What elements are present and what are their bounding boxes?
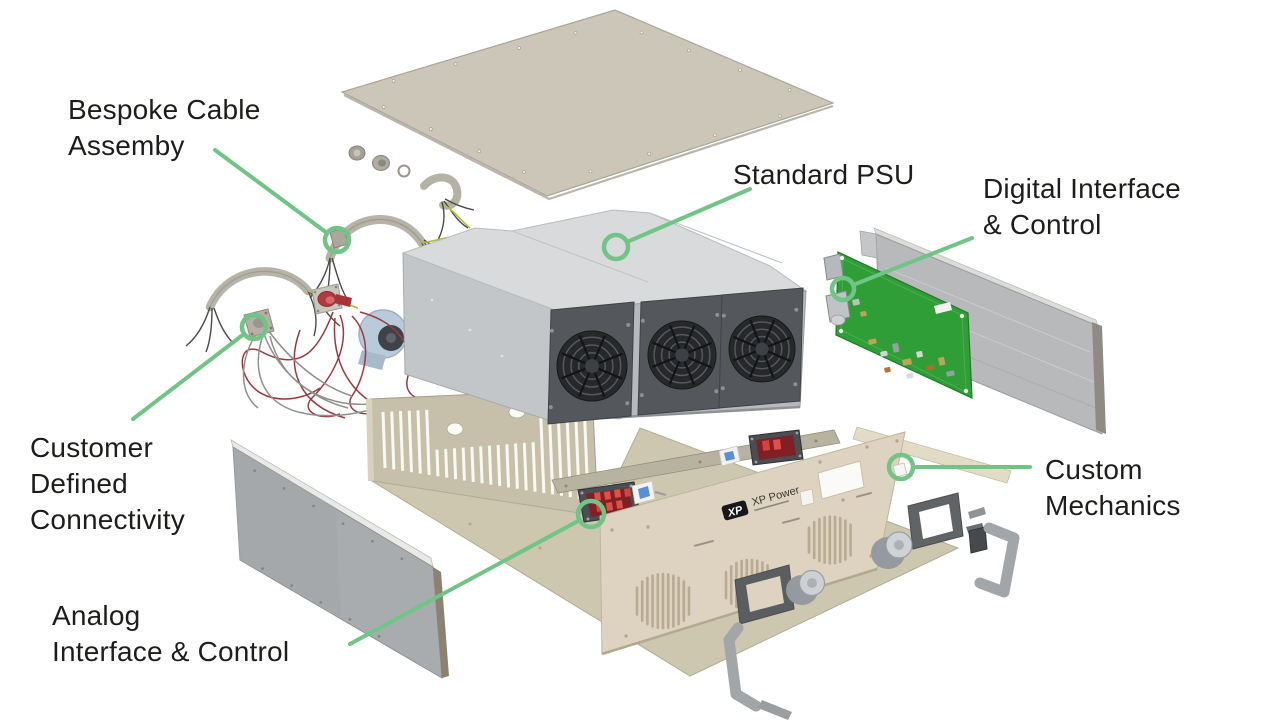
top-cover-panel — [340, 9, 835, 201]
callout-circle-analog-interface — [575, 498, 607, 530]
handle-foot — [758, 700, 792, 720]
callouts — [131, 148, 1032, 646]
label-bespoke-cable-assembly: Bespoke Cable Assemby — [68, 94, 261, 161]
callout-circle-customer-connectivity — [239, 312, 269, 342]
potentiometer-part — [631, 480, 667, 505]
callout-circle-standard-psu — [601, 232, 631, 262]
control-knob — [871, 531, 913, 569]
potentiometer-part — [718, 445, 741, 467]
logo-xp-text: XP — [726, 504, 745, 520]
toggle-switch-part — [966, 507, 988, 554]
panel-cutout — [817, 460, 865, 500]
label-digital-interface-control: Digital Interface & Control — [983, 173, 1181, 240]
label-custom-mechanics: Custom Mechanics — [1045, 454, 1181, 521]
pcb-components — [852, 298, 955, 379]
chassis-handle — [723, 622, 762, 712]
red-circular-connector — [311, 283, 352, 315]
callout-circle-bespoke-cable — [322, 225, 352, 255]
connector-oring — [397, 164, 411, 178]
callout-circle-digital-interface — [829, 275, 857, 303]
braided-conduit — [420, 173, 462, 210]
label-standard-psu: Standard PSU — [733, 159, 915, 190]
cable-arch-2 — [205, 267, 313, 312]
control-knob — [786, 569, 826, 605]
callout-line-bespoke-cable — [213, 148, 329, 235]
label-customer-defined-connectivity: Customer Defined Connectivity — [30, 432, 185, 535]
cooling-fans — [548, 307, 799, 410]
callout-line-customer-connectivity — [131, 332, 246, 421]
digital-interface-pcb — [823, 251, 973, 399]
standard-psu-block — [401, 209, 808, 425]
display-bezel — [907, 492, 964, 550]
xp-power-logo: XP XP Power — [721, 484, 801, 521]
panel-cutout — [799, 488, 815, 507]
callout-line-standard-psu — [625, 187, 752, 244]
chassis-handle — [974, 522, 1020, 598]
side-panel-holes — [253, 469, 404, 638]
callout-line-analog-interface — [348, 518, 582, 646]
top-cover-screws — [381, 30, 792, 174]
callout-line-digital-interface — [851, 236, 974, 287]
rail-display-module — [748, 429, 804, 466]
side-panel — [230, 439, 449, 679]
label-analog-interface-control: Analog Interface & Control — [52, 600, 290, 667]
mechanics-accessories — [723, 492, 1020, 720]
callout-circle-custom-mechanics — [886, 452, 916, 482]
display-bezel — [734, 564, 795, 625]
panel-notch — [892, 462, 908, 478]
